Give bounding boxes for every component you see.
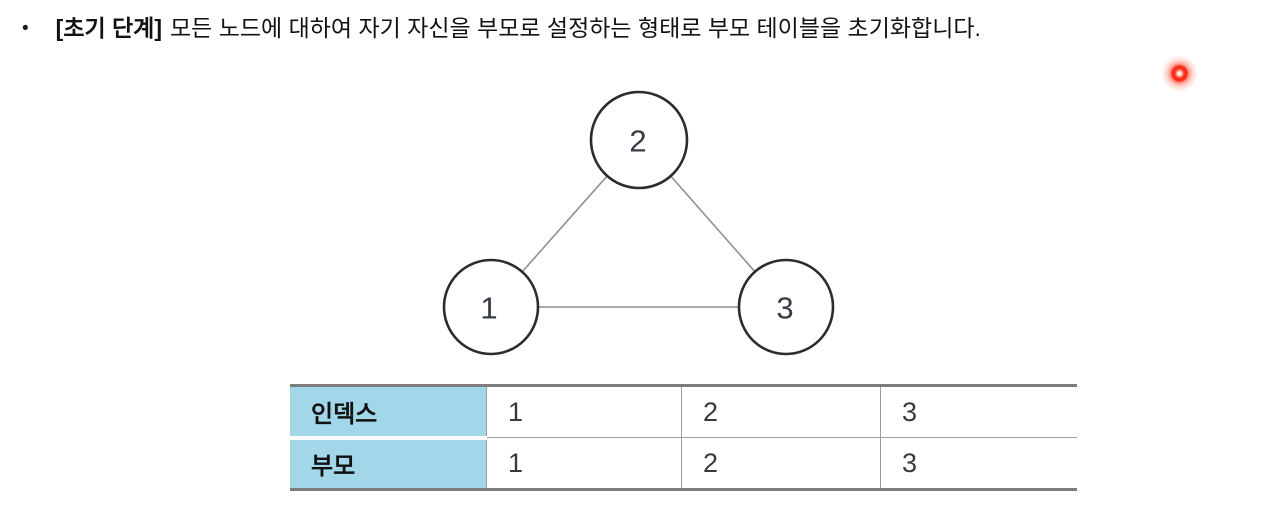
node-3-circle bbox=[737, 258, 835, 356]
bullet-line: • [초기 단계] 모든 노드에 대하여 자기 자신을 부모로 설정하는 형태로 부… bbox=[22, 9, 981, 43]
parent-cell-1: 1 bbox=[486, 437, 682, 490]
parent-cell-2: 2 bbox=[681, 437, 881, 490]
bullet-marker: • bbox=[22, 18, 29, 39]
index-cell-3: 3 bbox=[880, 385, 1077, 438]
laser-pointer-dot bbox=[1161, 55, 1198, 92]
graph-edge-1-2 bbox=[490, 139, 640, 308]
row-header-index: 인덱스 bbox=[290, 385, 487, 440]
row-header-parent: 부모 bbox=[290, 437, 487, 490]
table-row-parent: 부모 1 2 3 bbox=[290, 437, 1077, 490]
index-cell-2: 2 bbox=[681, 385, 881, 438]
graph-node-1: 1 bbox=[442, 258, 540, 356]
graph-node-3: 3 bbox=[737, 258, 835, 356]
index-cell-1: 1 bbox=[486, 385, 682, 438]
parent-cell-3: 3 bbox=[880, 437, 1077, 490]
node-1-label: 1 bbox=[480, 291, 497, 326]
node-2-circle bbox=[589, 90, 689, 190]
table-row-index: 인덱스 1 2 3 bbox=[290, 385, 1077, 440]
bullet-text: 모든 노드에 대하여 자기 자신을 부모로 설정하는 형태로 부모 테이블을 초… bbox=[170, 15, 981, 41]
bullet-bold-text: [초기 단계] bbox=[55, 15, 163, 41]
node-2-label: 2 bbox=[629, 124, 646, 159]
parent-table: 인덱스 1 2 3 부모 1 2 3 bbox=[290, 384, 1077, 491]
node-1-circle bbox=[442, 258, 540, 356]
node-3-label: 3 bbox=[776, 291, 793, 326]
graph-node-2: 2 bbox=[589, 90, 689, 190]
graph-edge-2-3 bbox=[638, 139, 787, 308]
